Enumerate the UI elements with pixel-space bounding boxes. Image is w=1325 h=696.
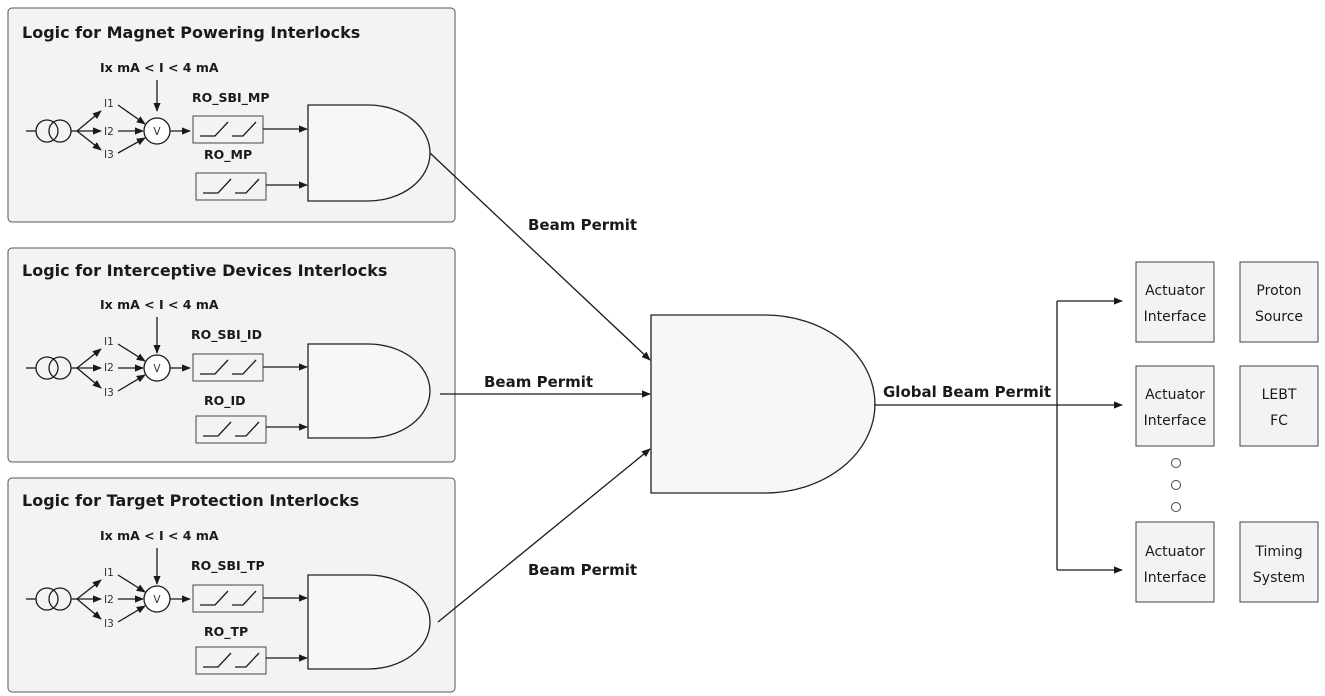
target-box	[1239, 521, 1319, 603]
input-label-i1: I1	[104, 567, 114, 579]
current-source-icon	[26, 119, 77, 143]
target-label-line1: LEBT	[1262, 387, 1297, 403]
target-label-line1: Timing	[1254, 544, 1302, 560]
beam-permit-label-2: Beam Permit	[484, 373, 593, 391]
panel-magnet-powering: Logic for Magnet Powering Interlocks Ix …	[7, 7, 456, 223]
input-label-i2: I2	[104, 362, 114, 374]
target-label-line2: System	[1253, 570, 1305, 586]
relay-switch	[195, 172, 267, 201]
input-label-i2: I2	[104, 594, 114, 606]
current-condition-label: Ix mA < I < 4 mA	[100, 528, 219, 543]
actuator-label-line2: Interface	[1144, 413, 1207, 429]
input-label-i3: I3	[104, 149, 114, 161]
relay-label: RO_TP	[204, 624, 248, 640]
actuator-label-line1: Actuator	[1145, 387, 1205, 403]
meter-in-line-3	[117, 137, 146, 154]
relay-sbi-switch	[192, 353, 264, 382]
input-label-i1: I1	[104, 336, 114, 348]
voltmeter-label: V	[153, 594, 161, 606]
ellipsis-dots	[1171, 458, 1181, 512]
input-label-i1: I1	[104, 98, 114, 110]
actuator-label-line1: Actuator	[1145, 283, 1205, 299]
current-source-icon	[26, 587, 77, 611]
actuator-label-line2: Interface	[1144, 309, 1207, 325]
current-condition-label: Ix mA < I < 4 mA	[100, 60, 219, 75]
input-line-i1	[76, 110, 102, 132]
input-label-i3: I3	[104, 387, 114, 399]
current-source-icon	[26, 356, 77, 380]
global-and-gate	[650, 314, 876, 494]
panel-target-protection: Logic for Target Protection Interlocks I…	[7, 477, 456, 693]
relay-switch	[195, 415, 267, 444]
input-line-i1	[76, 348, 102, 369]
and-gate	[307, 574, 431, 670]
actuator-interface-box	[1135, 521, 1215, 603]
target-label-line1: Proton	[1256, 283, 1301, 299]
global-beam-permit-label: Global Beam Permit	[883, 383, 1051, 401]
relay-sbi-switch	[192, 115, 264, 144]
target-label-line2: FC	[1270, 413, 1288, 429]
beam-permit-label-3: Beam Permit	[528, 561, 637, 579]
input-line-i3	[76, 598, 102, 620]
actuator-interface-box	[1135, 365, 1215, 447]
beam-permit-line-1	[429, 152, 651, 361]
output-lebt-fc: Actuator Interface LEBT FC	[1135, 365, 1319, 447]
relay-sbi-label: RO_SBI_ID	[191, 327, 262, 343]
actuator-label-line2: Interface	[1144, 570, 1207, 586]
panel-title: Logic for Target Protection Interlocks	[22, 491, 359, 510]
meter-in-line-1	[117, 343, 146, 362]
relay-label: RO_ID	[204, 393, 246, 409]
meter-in-line-1	[117, 104, 146, 125]
beam-permit-line-3	[437, 448, 651, 623]
output-proton-source: Actuator Interface Proton Source	[1135, 261, 1319, 343]
relay-label: RO_MP	[204, 147, 252, 163]
panel-title: Logic for Interceptive Devices Interlock…	[22, 261, 387, 280]
actuator-label-line1: Actuator	[1145, 544, 1205, 560]
panel-interceptive-devices: Logic for Interceptive Devices Interlock…	[7, 247, 456, 463]
voltmeter-label: V	[153, 126, 161, 138]
relay-sbi-label: RO_SBI_MP	[192, 90, 270, 106]
voltmeter-label: V	[153, 363, 161, 375]
meter-in-line-3	[117, 605, 146, 623]
and-gate	[307, 343, 431, 439]
current-condition-label: Ix mA < I < 4 mA	[100, 297, 219, 312]
input-line-i3	[76, 367, 102, 389]
actuator-interface-box	[1135, 261, 1215, 343]
input-label-i2: I2	[104, 126, 114, 138]
target-label-line2: Source	[1255, 309, 1303, 325]
relay-sbi-switch	[192, 584, 264, 613]
input-line-i3	[76, 130, 102, 151]
target-box	[1239, 261, 1319, 343]
panel-title: Logic for Magnet Powering Interlocks	[22, 23, 360, 42]
target-box	[1239, 365, 1319, 447]
and-gate	[307, 104, 431, 202]
relay-switch	[195, 646, 267, 675]
input-label-i3: I3	[104, 618, 114, 630]
output-timing-system: Actuator Interface Timing System	[1135, 521, 1319, 603]
relay-sbi-label: RO_SBI_TP	[191, 558, 265, 574]
beam-permit-label-1: Beam Permit	[528, 216, 637, 234]
meter-in-line-1	[117, 574, 146, 593]
meter-in-line-3	[117, 374, 146, 392]
input-line-i1	[76, 579, 102, 600]
